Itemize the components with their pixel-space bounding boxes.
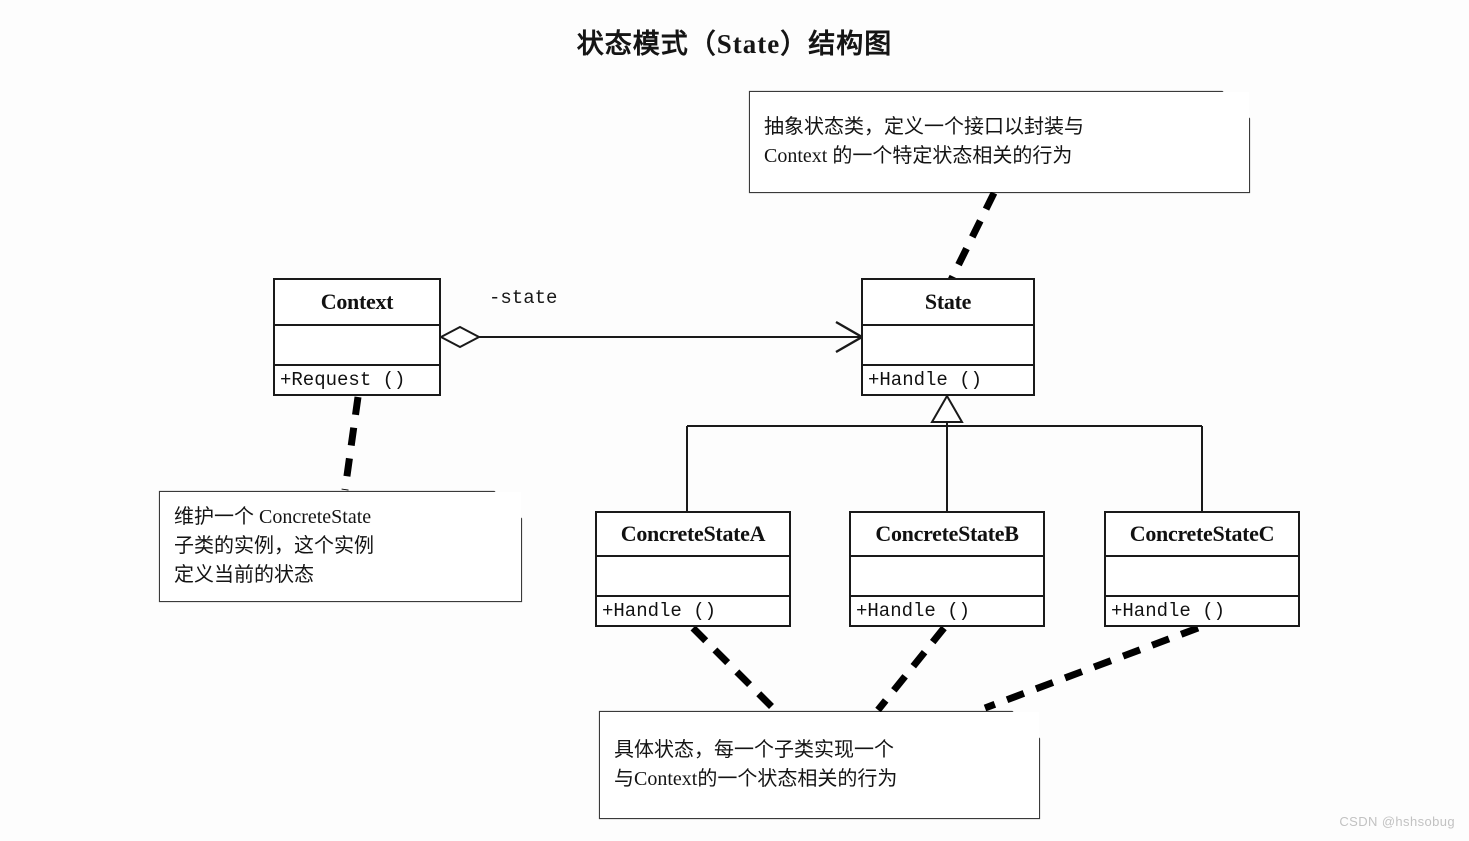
note-state-line-2: Context 的一个特定状态相关的行为 [764, 145, 1073, 167]
class-state-operations: +Handle () [868, 369, 983, 391]
class-concrete-state-a-name: ConcreteStateA [597, 513, 789, 557]
note-context-line-1: 维护一个 ConcreteState [174, 506, 372, 528]
note-connector-context [341, 396, 362, 491]
note-connector-concrete-a [690, 625, 778, 713]
class-concrete-state-c-operations: +Handle () [1111, 600, 1226, 622]
class-concrete-state-a[interactable]: ConcreteStateA +Handle () [595, 511, 791, 627]
class-concrete-state-c[interactable]: ConcreteStateC +Handle () [1104, 511, 1300, 627]
note-state-text: 抽象状态类，定义一个接口以封装与 Context 的一个特定状态相关的行为 [764, 92, 1235, 192]
note-concrete-text: 具体状态，每一个子类实现一个 与Context的一个状态相关的行为 [614, 712, 1025, 818]
class-concrete-state-b-attributes [851, 557, 1043, 597]
class-context-operations: +Request () [280, 369, 406, 391]
class-concrete-state-c-attributes [1106, 557, 1298, 597]
note-connector-state [946, 191, 998, 284]
class-concrete-state-a-attributes [597, 557, 789, 597]
class-state-name: State [863, 280, 1033, 326]
note-context-line-2: 子类的实例，这个实例 [174, 535, 374, 557]
note-context-text: 维护一个 ConcreteState 子类的实例，这个实例 定义当前的状态 [174, 492, 507, 601]
class-state-attributes [863, 326, 1033, 366]
note-concrete: 具体状态，每一个子类实现一个 与Context的一个状态相关的行为 [600, 712, 1039, 818]
class-context-attributes [275, 326, 439, 366]
note-context: 维护一个 ConcreteState 子类的实例，这个实例 定义当前的状态 [160, 492, 521, 601]
class-state[interactable]: State +Handle () [861, 278, 1035, 396]
aggregation-role-label: -state [489, 287, 558, 309]
note-concrete-line-1: 具体状态，每一个子类实现一个 [614, 739, 894, 761]
class-concrete-state-b-name: ConcreteStateB [851, 513, 1043, 557]
class-context[interactable]: Context +Request () [273, 278, 441, 396]
note-concrete-line-2: 与Context的一个状态相关的行为 [614, 768, 898, 790]
note-context-line-3: 定义当前的状态 [174, 564, 314, 586]
class-concrete-state-c-name: ConcreteStateC [1106, 513, 1298, 557]
class-context-name: Context [275, 280, 439, 326]
aggregation-edge-context-state [438, 320, 865, 354]
page-title: 状态模式（State）结构图 [576, 29, 893, 59]
note-connector-concrete-c [983, 624, 1200, 712]
note-state-line-1: 抽象状态类，定义一个接口以封装与 [764, 116, 1084, 138]
class-concrete-state-a-operations: +Handle () [602, 600, 717, 622]
inheritance-edge-group [686, 393, 1203, 511]
class-concrete-state-b-operations: +Handle () [856, 600, 971, 622]
note-connector-concrete-b [875, 625, 947, 713]
watermark: CSDN @hshsobug [1339, 814, 1455, 829]
note-state: 抽象状态类，定义一个接口以封装与 Context 的一个特定状态相关的行为 [750, 92, 1249, 192]
class-concrete-state-b[interactable]: ConcreteStateB +Handle () [849, 511, 1045, 627]
